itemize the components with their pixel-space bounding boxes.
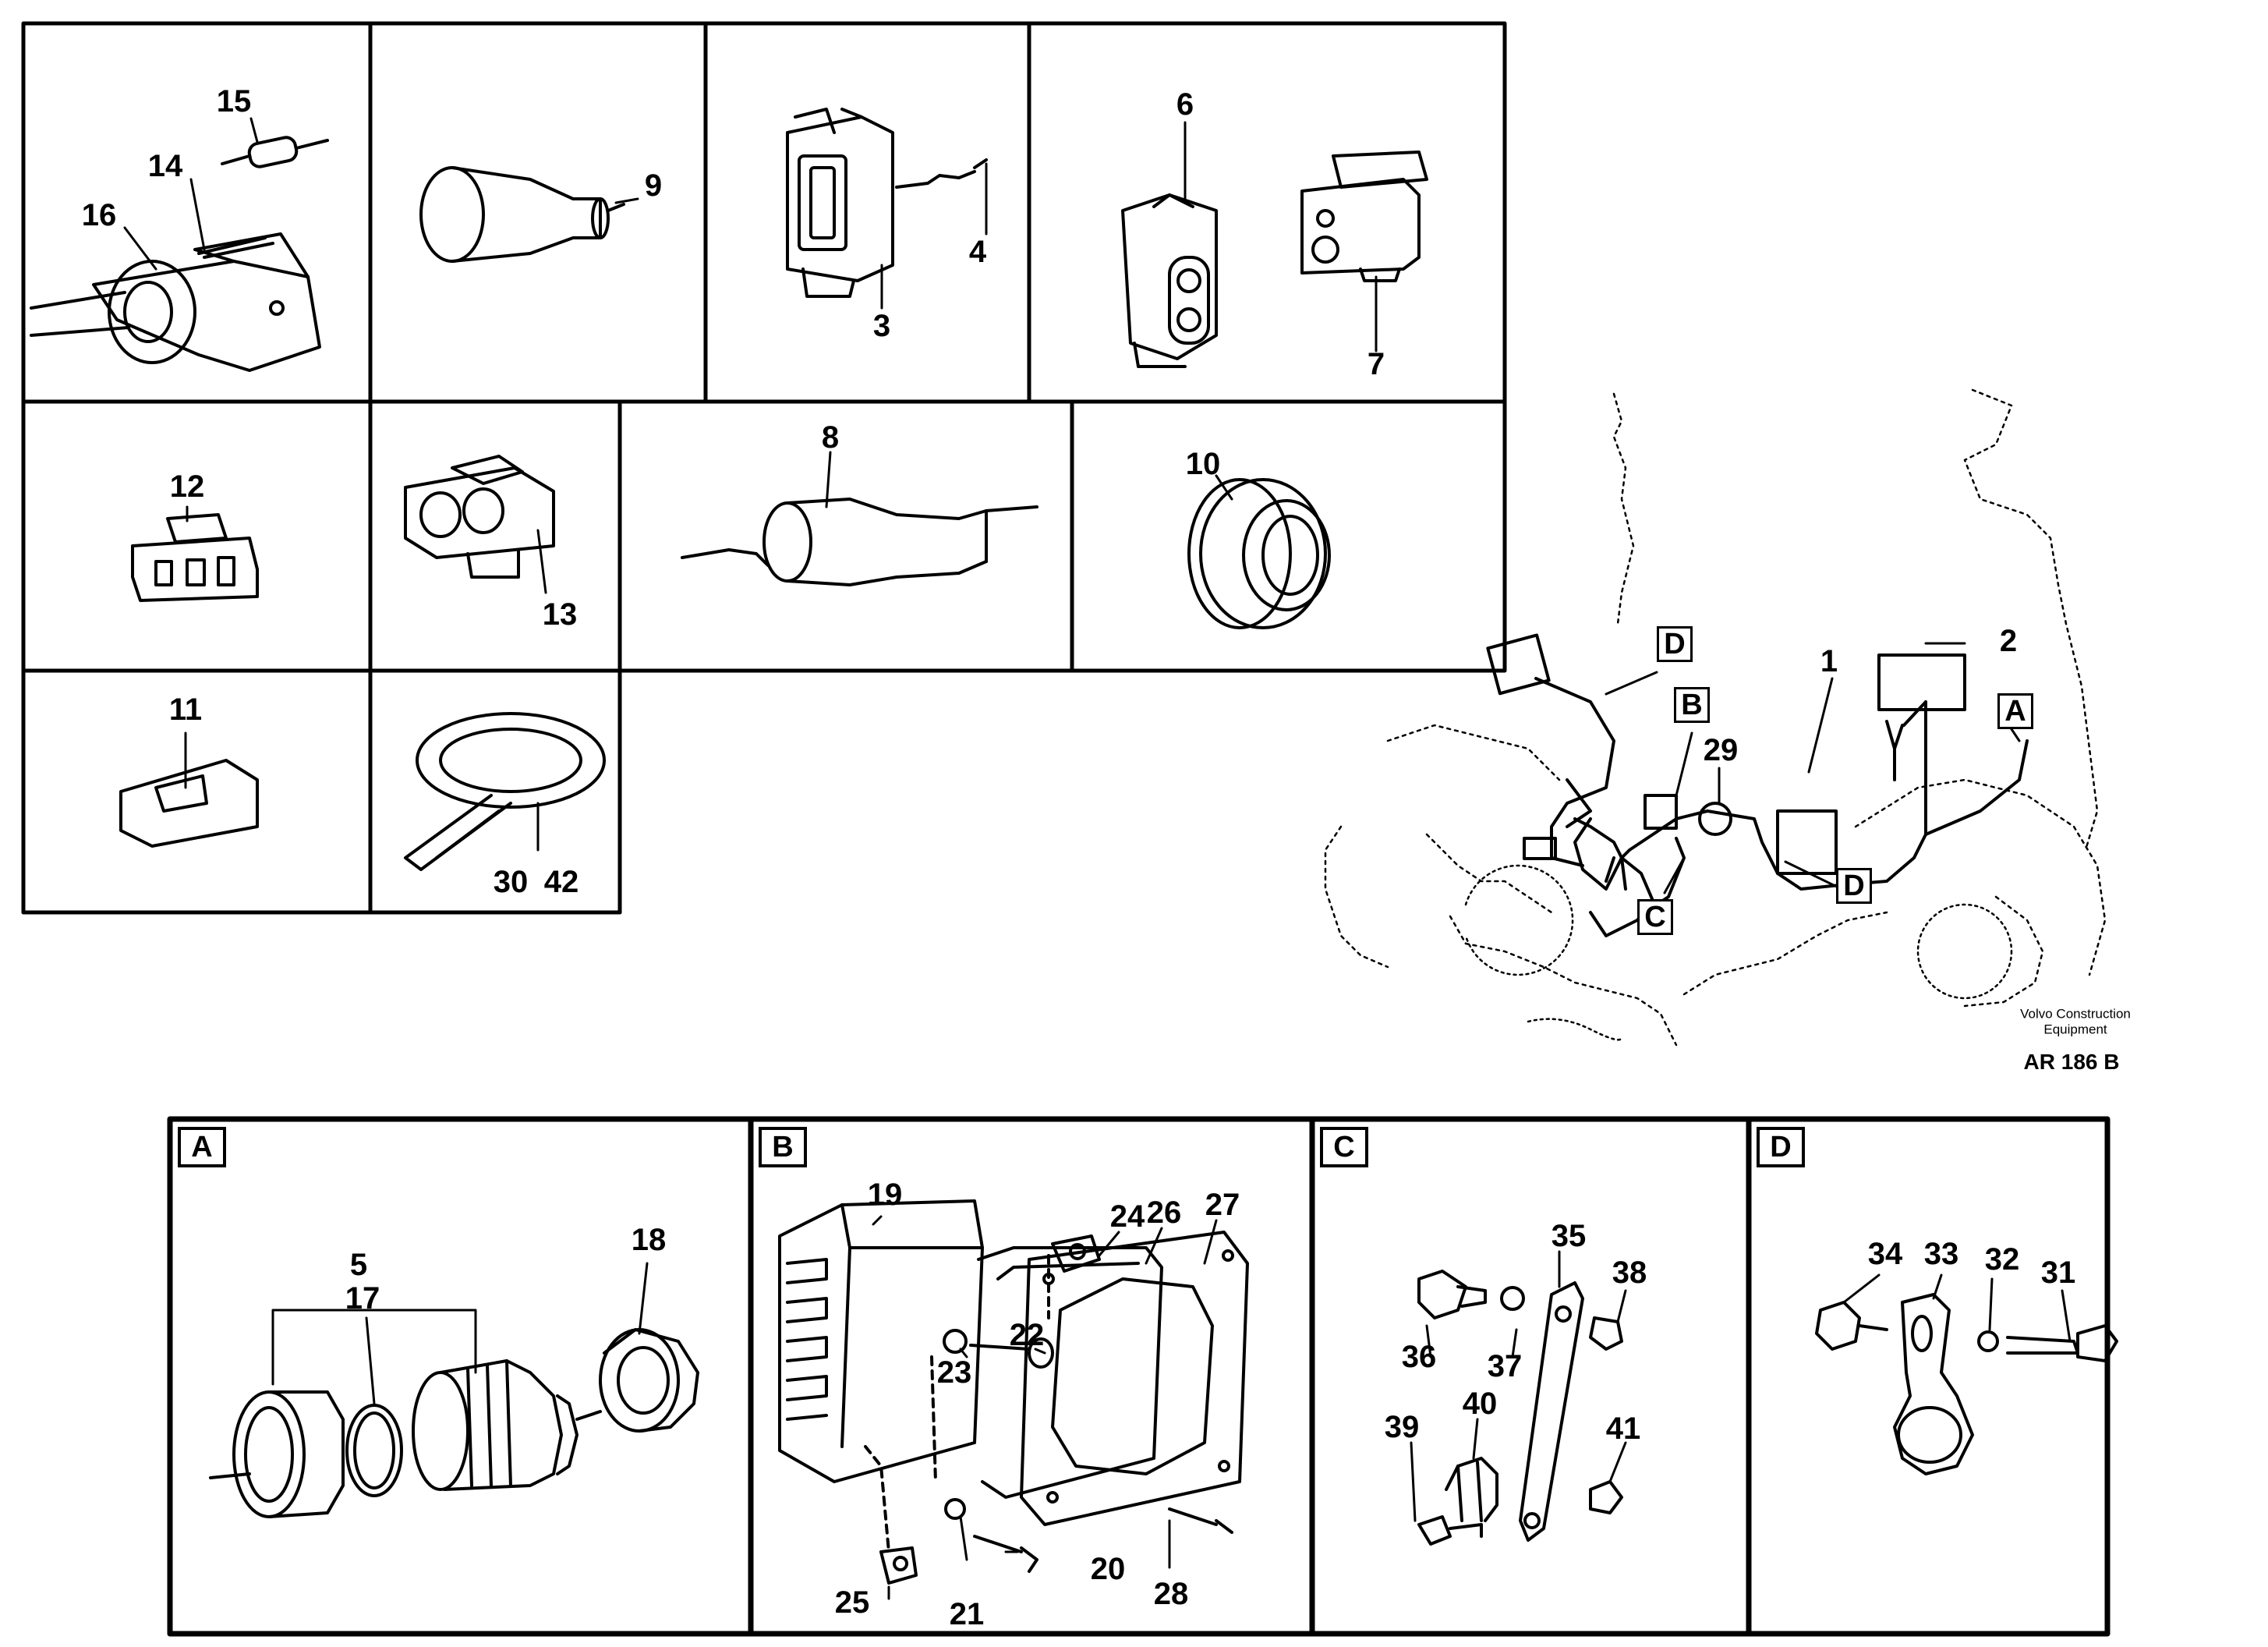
ref-tag-c: C xyxy=(1637,899,1673,935)
section-label-d: D xyxy=(1757,1127,1805,1167)
callout-19: 19 xyxy=(867,1178,903,1212)
callout-21: 21 xyxy=(949,1597,985,1631)
ref-tag-d-lower: D xyxy=(1836,868,1872,904)
callout-40: 40 xyxy=(1462,1387,1498,1421)
section-label-a: A xyxy=(178,1127,226,1167)
callout-25: 25 xyxy=(834,1585,870,1620)
callout-24: 24 xyxy=(1109,1199,1145,1234)
connector-6-illustration xyxy=(1121,193,1218,368)
callout-8: 8 xyxy=(821,420,840,455)
callout-12: 12 xyxy=(169,469,205,504)
callout-9: 9 xyxy=(644,168,663,203)
plug-housing-illustration xyxy=(786,108,988,298)
clamp-bracket-c-illustration xyxy=(1417,1270,1623,1546)
callout-30: 30 xyxy=(493,865,529,899)
cable-gland-illustration xyxy=(209,1328,699,1518)
caption-company: Volvo Construction Equipment xyxy=(2020,1006,2131,1036)
wiring-harness xyxy=(1486,633,2029,937)
callout-23: 23 xyxy=(936,1355,972,1390)
loader-silhouette xyxy=(1324,388,2107,1047)
callout-35: 35 xyxy=(1551,1219,1587,1253)
callout-33: 33 xyxy=(1923,1237,1959,1271)
callout-20: 20 xyxy=(1090,1552,1126,1586)
callout-38: 38 xyxy=(1612,1256,1647,1290)
callout-28: 28 xyxy=(1153,1577,1189,1611)
ref-tag-d-upper: D xyxy=(1657,626,1693,662)
section-label-b: B xyxy=(759,1127,807,1167)
callout-6: 6 xyxy=(1176,87,1194,122)
callout-10: 10 xyxy=(1185,447,1221,481)
callout-26: 26 xyxy=(1146,1195,1182,1230)
terminal-block-12-illustration xyxy=(131,513,259,602)
callout-39: 39 xyxy=(1384,1410,1420,1444)
resistor-illustration xyxy=(221,136,329,168)
callout-11: 11 xyxy=(168,692,203,727)
callout-36: 36 xyxy=(1401,1340,1437,1374)
ref-tag-b: B xyxy=(1674,687,1710,723)
connector-7-illustration xyxy=(1300,151,1428,282)
callout-22: 22 xyxy=(1009,1318,1045,1352)
callout-15: 15 xyxy=(216,84,252,119)
callout-37: 37 xyxy=(1487,1349,1523,1383)
callout-1: 1 xyxy=(1820,644,1838,678)
connector-housing-illustration xyxy=(30,232,321,372)
grommet-10-illustration xyxy=(1187,478,1331,629)
section-label-c: C xyxy=(1320,1127,1368,1167)
callout-5: 5 xyxy=(349,1248,368,1282)
callout-13: 13 xyxy=(542,597,578,632)
ref-tag-a: A xyxy=(1997,693,2033,729)
callout-16: 16 xyxy=(81,198,117,232)
wheel-outlines xyxy=(1464,864,2013,1041)
callout-3: 3 xyxy=(872,309,891,343)
detail-panel xyxy=(167,1116,2111,1637)
callout-29: 29 xyxy=(1703,733,1739,767)
callout-17: 17 xyxy=(345,1281,380,1316)
callout-2: 2 xyxy=(1999,624,2018,658)
clamp-d-illustration xyxy=(1815,1293,2118,1475)
leader-lines xyxy=(123,117,2072,1600)
boot-terminal-8-illustration xyxy=(681,498,1038,586)
callout-7: 7 xyxy=(1367,347,1385,381)
cable-tie-illustration xyxy=(404,712,606,871)
callout-42: 42 xyxy=(543,865,579,899)
connector-11-illustration xyxy=(119,759,259,848)
callout-31: 31 xyxy=(2040,1256,2076,1290)
callout-41: 41 xyxy=(1605,1411,1641,1446)
callout-14: 14 xyxy=(147,149,183,183)
top-parts-grid xyxy=(21,21,1507,915)
callout-32: 32 xyxy=(1984,1242,2020,1277)
callout-27: 27 xyxy=(1205,1188,1240,1222)
junction-box-illustration xyxy=(778,1199,1249,1585)
rubber-boot-illustration xyxy=(419,166,625,263)
callout-4: 4 xyxy=(968,235,987,269)
callout-34: 34 xyxy=(1867,1237,1903,1271)
connector-13-illustration xyxy=(404,455,555,579)
caption-code: AR 186 B xyxy=(2023,1049,2120,1074)
callout-18: 18 xyxy=(631,1223,667,1257)
